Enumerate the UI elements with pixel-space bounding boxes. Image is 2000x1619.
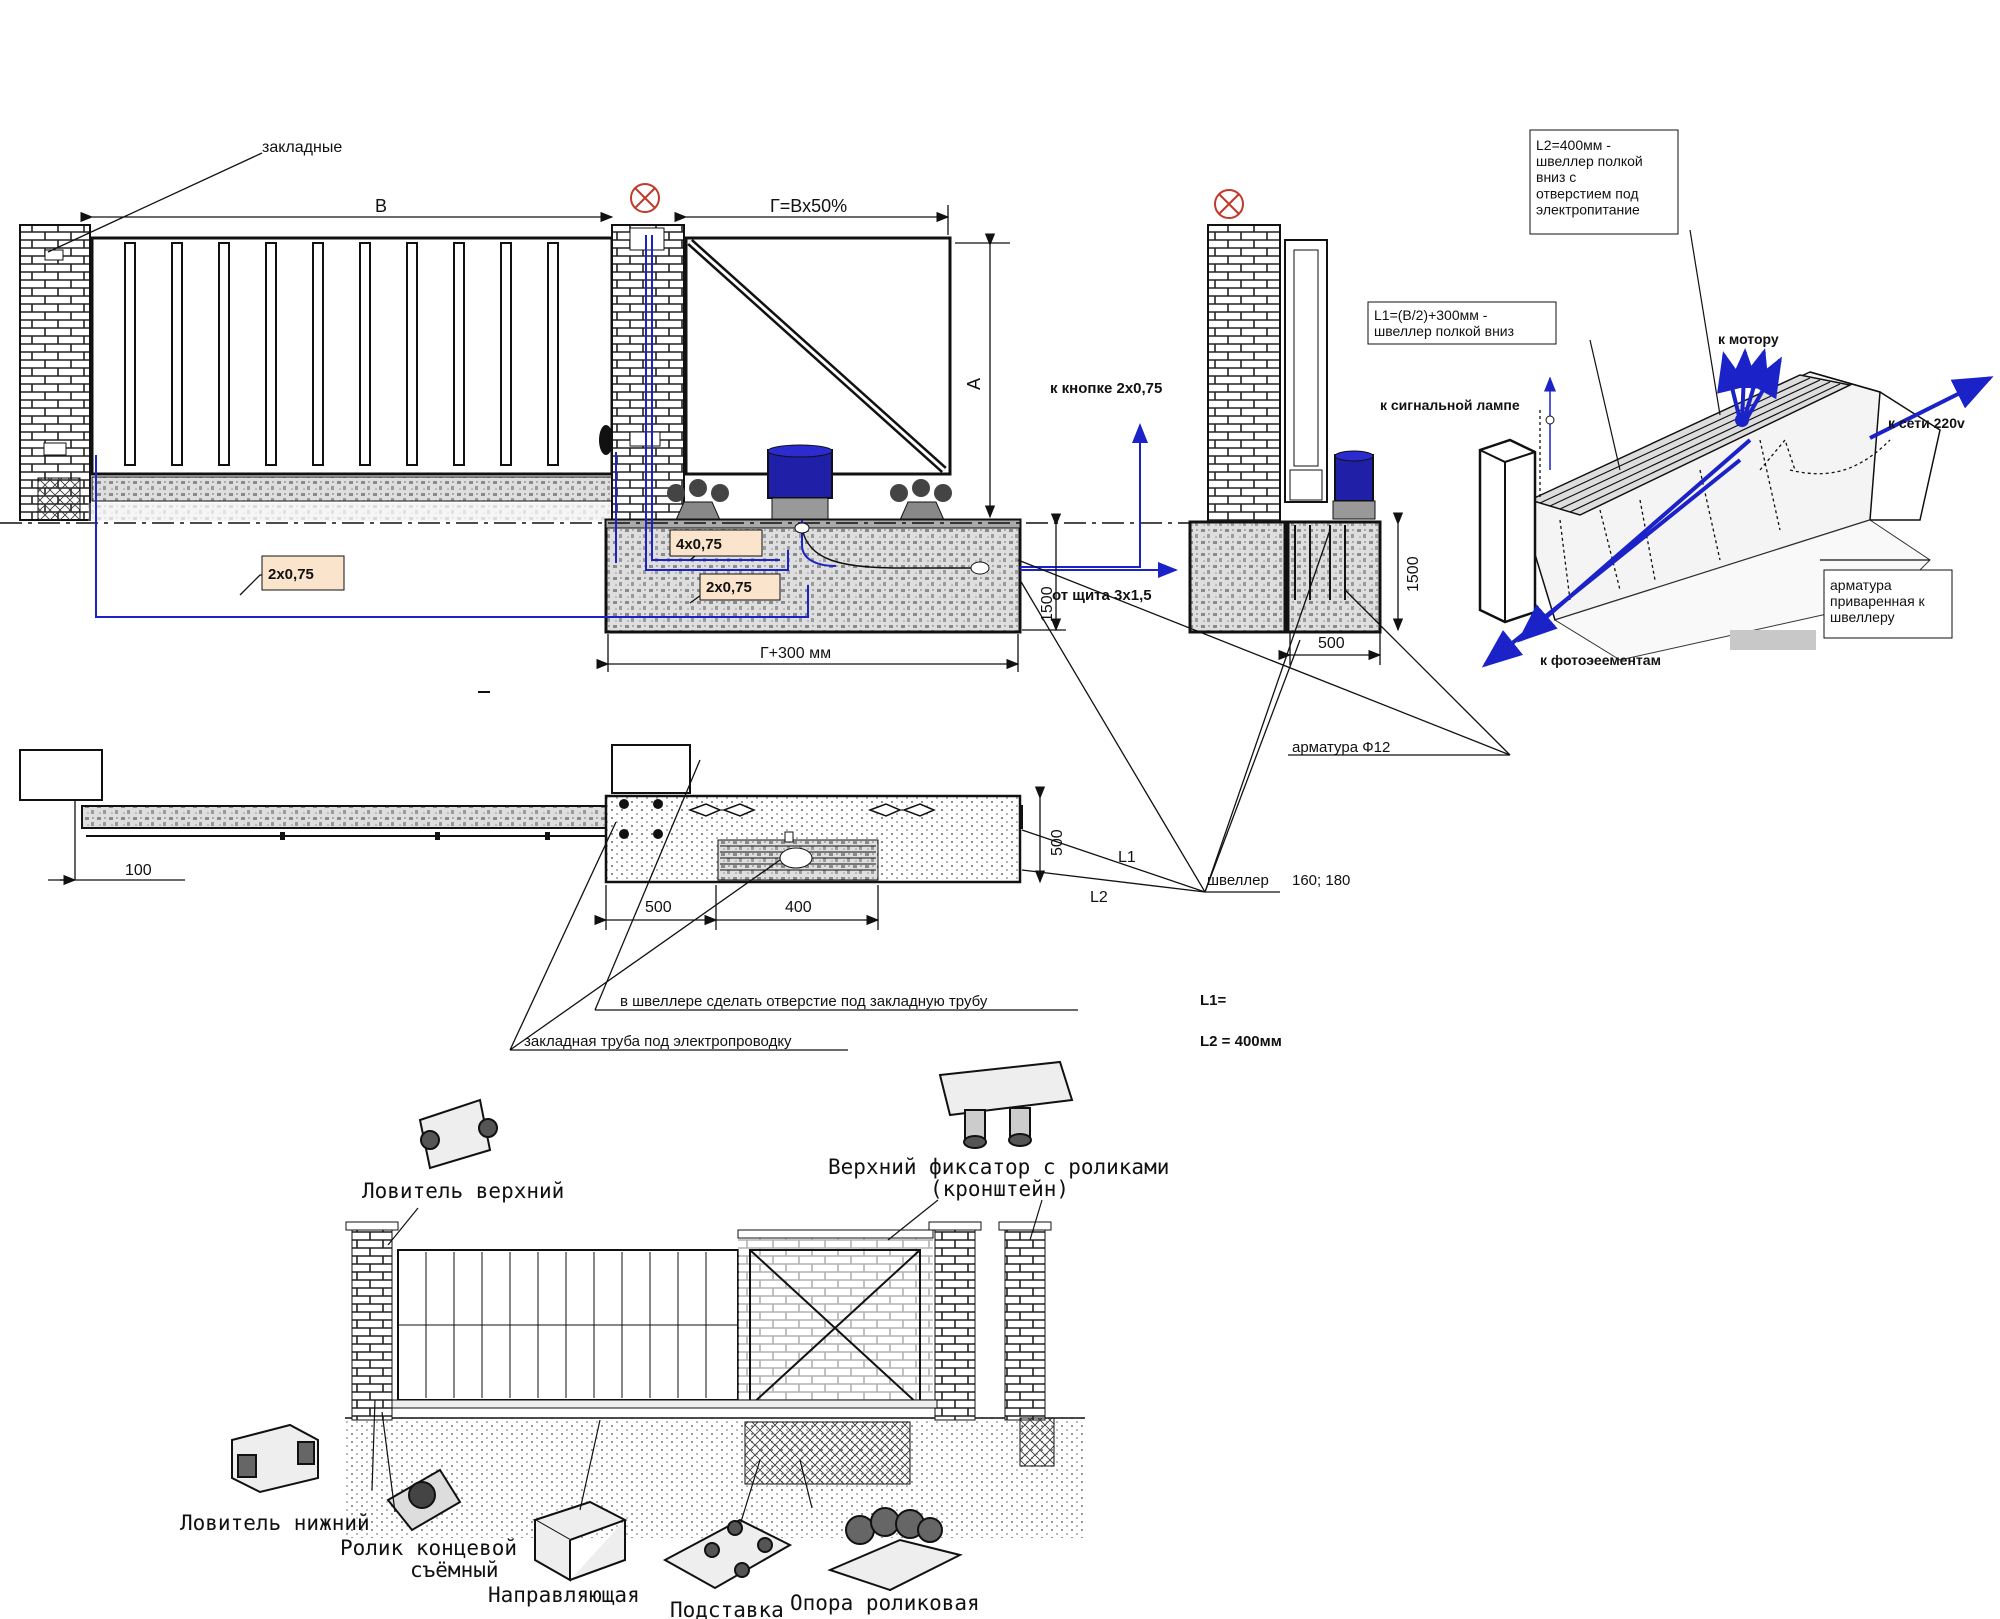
label-guide: Направляющая (488, 1583, 640, 1607)
button-wire (1020, 423, 1148, 568)
stand-icon (662, 1518, 793, 1590)
parts-pillar-left (351, 1227, 393, 1421)
catcher-top-icon (418, 1098, 498, 1170)
label-rebar: арматура Ф12 (1292, 739, 1390, 756)
label-fixer-top-2: (кронштейн) (930, 1177, 1069, 1201)
side-foundation-left (1188, 520, 1287, 634)
label-end-roller-2: съёмный (410, 1558, 499, 1582)
dim-a: А (964, 378, 984, 390)
label-catcher-top: Ловитель верхний (362, 1179, 564, 1203)
label-fixer-top-1: Верхний фиксатор с роликами (828, 1155, 1169, 1179)
parts-illustration: Ловитель верхний Верхний фиксатор с роли… (180, 1060, 1169, 1619)
dim-1500-side: 1500 (1405, 556, 1422, 592)
label-to-mains: к сети 220v (1888, 415, 1965, 431)
side-section: к сигнальной лампе 1500 500 арматура Ф12 (1017, 189, 1520, 893)
gate-tail (684, 236, 952, 476)
wiring-lines (95, 235, 837, 618)
plan-view: 100 500 L1 L2 швеллер 160; 180 500 400 в… (19, 744, 1350, 1051)
label-channel: швеллер (1207, 872, 1269, 889)
side-pillar (1207, 224, 1281, 523)
top-fixer-icon (938, 1060, 1074, 1149)
label-l1: L1 (1118, 849, 1136, 866)
center-pillar (611, 224, 685, 521)
side-foundation (1286, 520, 1382, 634)
label-from-panel: от щита 3х1,5 (1052, 587, 1152, 604)
note-l1: L1=(В/2)+300мм -швеллер полкой вниз (1374, 307, 1514, 339)
label-to-motor: к мотору (1718, 331, 1779, 347)
end-roller-icon (386, 1468, 462, 1532)
roller-carriage-left (667, 479, 729, 521)
front-elevation: закладные В Г=Вх50% А к кнопке 2х0,75 2х… (0, 139, 1190, 693)
signal-lamp-icon (1214, 189, 1244, 219)
dim-500-plan: 500 (645, 899, 672, 916)
label-to-button: к кнопке 2х0,75 (1050, 380, 1162, 397)
dim-100: 100 (125, 862, 152, 879)
side-motor (1332, 450, 1376, 520)
label-to-photocells: к фотоэеементам (1540, 652, 1661, 668)
dim-500-side: 500 (1318, 635, 1345, 652)
left-pillar (19, 224, 91, 521)
label-stand: Подставка (670, 1598, 784, 1619)
label-embeds: закладные (262, 139, 342, 156)
roller-carriage-right (890, 479, 952, 521)
signal-lamp-icon (630, 183, 660, 213)
cable-4x075: 4х0,75 (676, 536, 722, 553)
dim-1500-front: 1500 (1039, 586, 1056, 622)
gate-leaf (90, 236, 614, 476)
label-l1-eq: L1= (1200, 992, 1227, 1009)
guide-rail-icon (532, 1500, 628, 1582)
label-catcher-bottom: Ловитель нижний (180, 1511, 370, 1535)
cable-left: 2х0,75 (268, 566, 314, 583)
dim-500-plan-v: 500 (1049, 829, 1066, 856)
label-roller-support: Опора роликовая (790, 1591, 980, 1615)
catcher-bottom-icon (231, 1423, 319, 1494)
dim-400-plan: 400 (785, 899, 812, 916)
roller-support-icon (827, 1507, 963, 1592)
dim-g: Г=Вх50% (770, 196, 847, 216)
parts-pillar-mid (934, 1227, 976, 1421)
foundation-front (604, 518, 1022, 634)
label-l2: L2 (1090, 889, 1108, 906)
dim-b: В (375, 196, 387, 216)
label-end-roller-1: Ролик концевой (340, 1536, 517, 1560)
drive-motor (767, 444, 833, 521)
label-channel-sizes: 160; 180 (1292, 872, 1350, 889)
label-l2-eq: L2 = 400мм (1200, 1033, 1282, 1050)
cable-2x075: 2х0,75 (706, 579, 752, 596)
dim-g300: Г+300 мм (760, 645, 831, 662)
note-hole: в швеллере сделать отверстие под закладн… (620, 993, 988, 1010)
note-pipe: закладная труба под электропроводку (524, 1033, 792, 1050)
parts-pillar-right (1004, 1227, 1046, 1421)
label-to-lamp: к сигнальной лампе (1380, 397, 1520, 413)
